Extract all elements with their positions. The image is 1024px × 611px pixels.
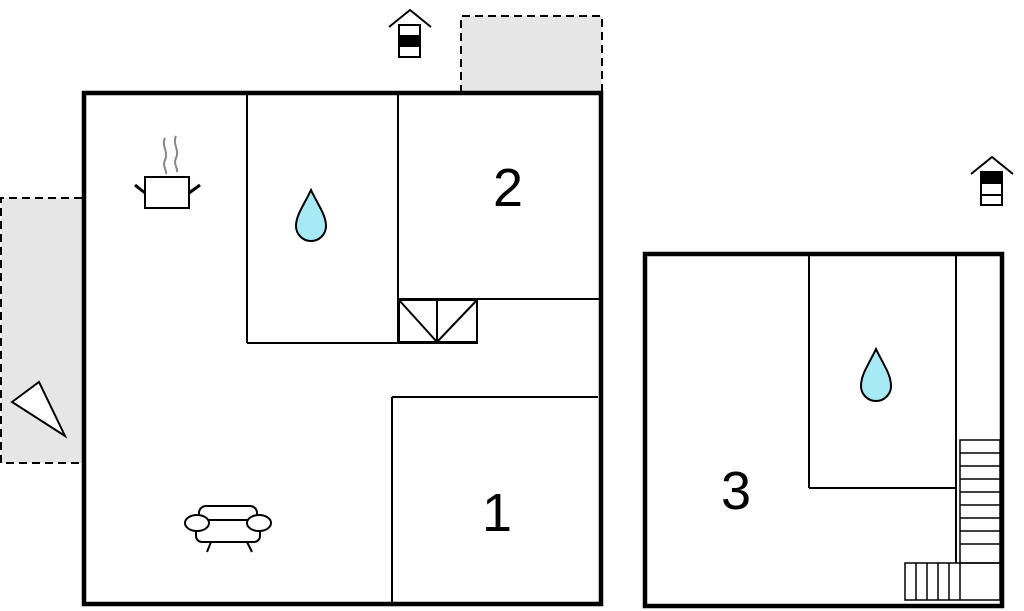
- ground-floor-walls: [246, 93, 601, 604]
- terrace-top: [460, 15, 603, 93]
- annex-stairs-icon: [904, 439, 1001, 601]
- room-3-label: 3: [721, 461, 751, 521]
- water-drop-icon: [859, 346, 893, 402]
- room-1-label: 1: [482, 483, 512, 543]
- cooking-pot-icon: [134, 135, 201, 209]
- room-2-label: 2: [493, 158, 523, 218]
- annex-walls: [808, 254, 957, 563]
- stairs-icon: [398, 299, 478, 343]
- annex-outline: [642, 251, 1005, 609]
- triangle-icon: [10, 380, 68, 439]
- house-entrance-icon: [388, 8, 432, 58]
- ground-floor-outline: [81, 90, 604, 607]
- house-entrance-icon: [970, 155, 1014, 206]
- sofa-icon: [184, 505, 272, 553]
- water-drop-icon: [294, 187, 328, 242]
- terrace-left: [0, 197, 82, 464]
